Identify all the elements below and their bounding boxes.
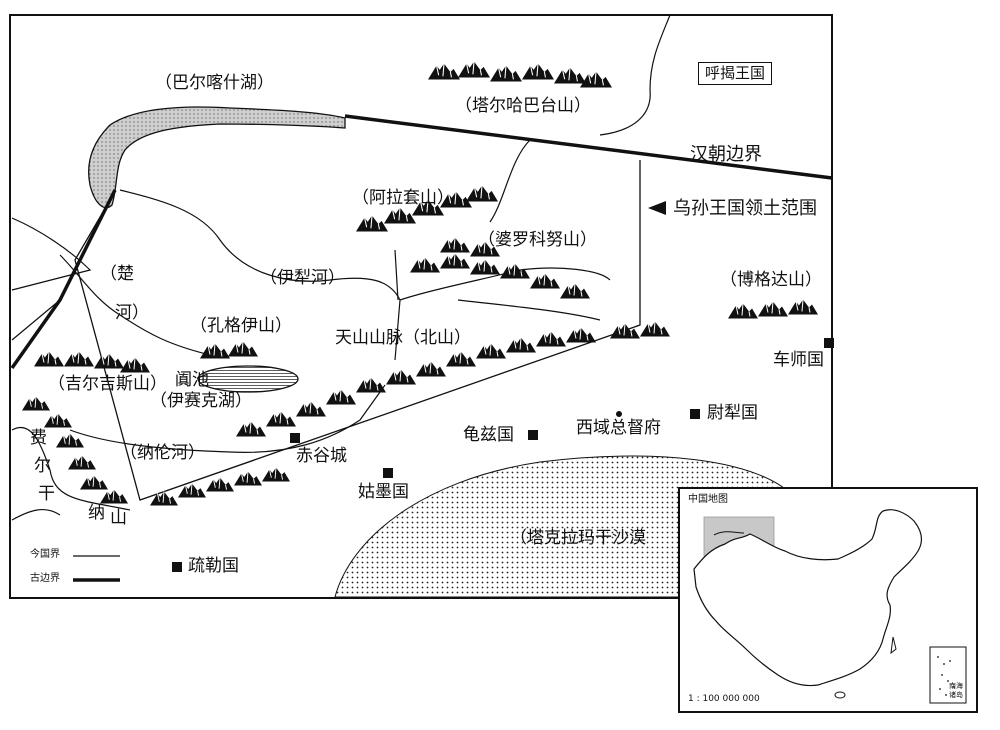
inset-corner-1: 南海 bbox=[949, 682, 963, 690]
balkhash-lake bbox=[88, 106, 346, 209]
legend-ancient-label: 古边界 bbox=[30, 573, 60, 584]
label-issyk-kul-1: 阗池 bbox=[175, 370, 209, 390]
issyk-kul-lake bbox=[197, 365, 299, 393]
label-issyk-kul-2: （伊赛克湖） bbox=[150, 391, 252, 411]
label-bogda: （博格达山） bbox=[720, 270, 822, 290]
hainan-island bbox=[834, 691, 846, 699]
inset-china-map: 中国地图 1 : 100 000 000 南海 诸岛 bbox=[678, 487, 978, 713]
label-tarbagatai: （塔尔哈巴台山） bbox=[455, 96, 591, 116]
city-marker-chigu bbox=[290, 433, 300, 443]
label-ili: （伊犁河） bbox=[260, 268, 345, 288]
label-fergana-4: 纳 bbox=[88, 503, 105, 523]
city-marker-shule bbox=[172, 562, 182, 572]
naryn-river bbox=[69, 384, 386, 453]
label-fergana-2: 尔 bbox=[34, 456, 51, 476]
label-yuli: 尉犁国 bbox=[707, 403, 758, 423]
label-desert: （塔克拉玛干沙漠 bbox=[510, 528, 646, 548]
label-kyrgyz: （吉尔吉斯山） bbox=[48, 374, 167, 394]
inset-scale: 1 : 100 000 000 bbox=[688, 694, 760, 704]
chu-river bbox=[59, 254, 211, 356]
south-sea-box bbox=[929, 646, 967, 704]
label-tianshan: 天山山脉（北山） bbox=[335, 328, 471, 348]
inset-title: 中国地图 bbox=[688, 494, 728, 505]
kungei-mountains bbox=[200, 340, 258, 359]
han-border-line bbox=[344, 114, 833, 180]
label-fergana-5: 山 bbox=[110, 508, 127, 528]
bogda-mountains bbox=[728, 298, 818, 319]
city-marker-protectorate bbox=[616, 411, 622, 417]
city-marker-qiuci bbox=[528, 430, 538, 440]
china-outline bbox=[693, 509, 923, 687]
south-tianshan-mountains bbox=[150, 466, 290, 506]
wusun-arrow-icon bbox=[648, 201, 666, 215]
label-huhan: 呼揭王国 bbox=[698, 62, 773, 85]
ili-river bbox=[119, 189, 401, 361]
label-jushi: 车师国 bbox=[773, 350, 824, 370]
modern-border bbox=[11, 217, 92, 291]
label-protectorate: 西域总督府 bbox=[576, 418, 661, 438]
label-wusun: 乌孙王国领土范围 bbox=[673, 198, 817, 219]
kyrgyz-mountains bbox=[34, 350, 150, 373]
map-frame bbox=[9, 14, 833, 599]
legend-modern-label: 今国界 bbox=[30, 549, 60, 560]
inset-svg bbox=[693, 509, 967, 704]
label-qiuci: 龟兹国 bbox=[463, 425, 514, 445]
label-naryn: （纳伦河） bbox=[120, 443, 205, 463]
label-shule: 疏勒国 bbox=[188, 556, 239, 576]
label-fergana-3: 干 bbox=[38, 484, 55, 504]
label-han-border: 汉朝边界 bbox=[690, 144, 762, 165]
label-alatau: （阿拉套山） bbox=[352, 188, 454, 208]
city-marker-jushi bbox=[824, 338, 834, 348]
label-borohoro: （婆罗科努山） bbox=[478, 230, 597, 250]
label-gumo: 姑墨国 bbox=[358, 482, 409, 502]
tarbagatai-mountains bbox=[428, 60, 612, 88]
inset-corner-2: 诸岛 bbox=[949, 691, 963, 699]
label-kungei: （孔格伊山） bbox=[190, 316, 292, 336]
label-fergana-1: 费 bbox=[30, 428, 47, 448]
city-marker-gumo bbox=[383, 468, 393, 478]
wusun-territory-line bbox=[74, 160, 641, 501]
label-chu-1: （楚 bbox=[100, 264, 134, 284]
taiwan-island bbox=[890, 636, 897, 655]
label-balkhash: （巴尔喀什湖） bbox=[155, 73, 274, 93]
city-marker-yuli bbox=[690, 409, 700, 419]
label-chu-2: 河） bbox=[115, 303, 149, 323]
label-chigu: 赤谷城 bbox=[296, 446, 347, 466]
